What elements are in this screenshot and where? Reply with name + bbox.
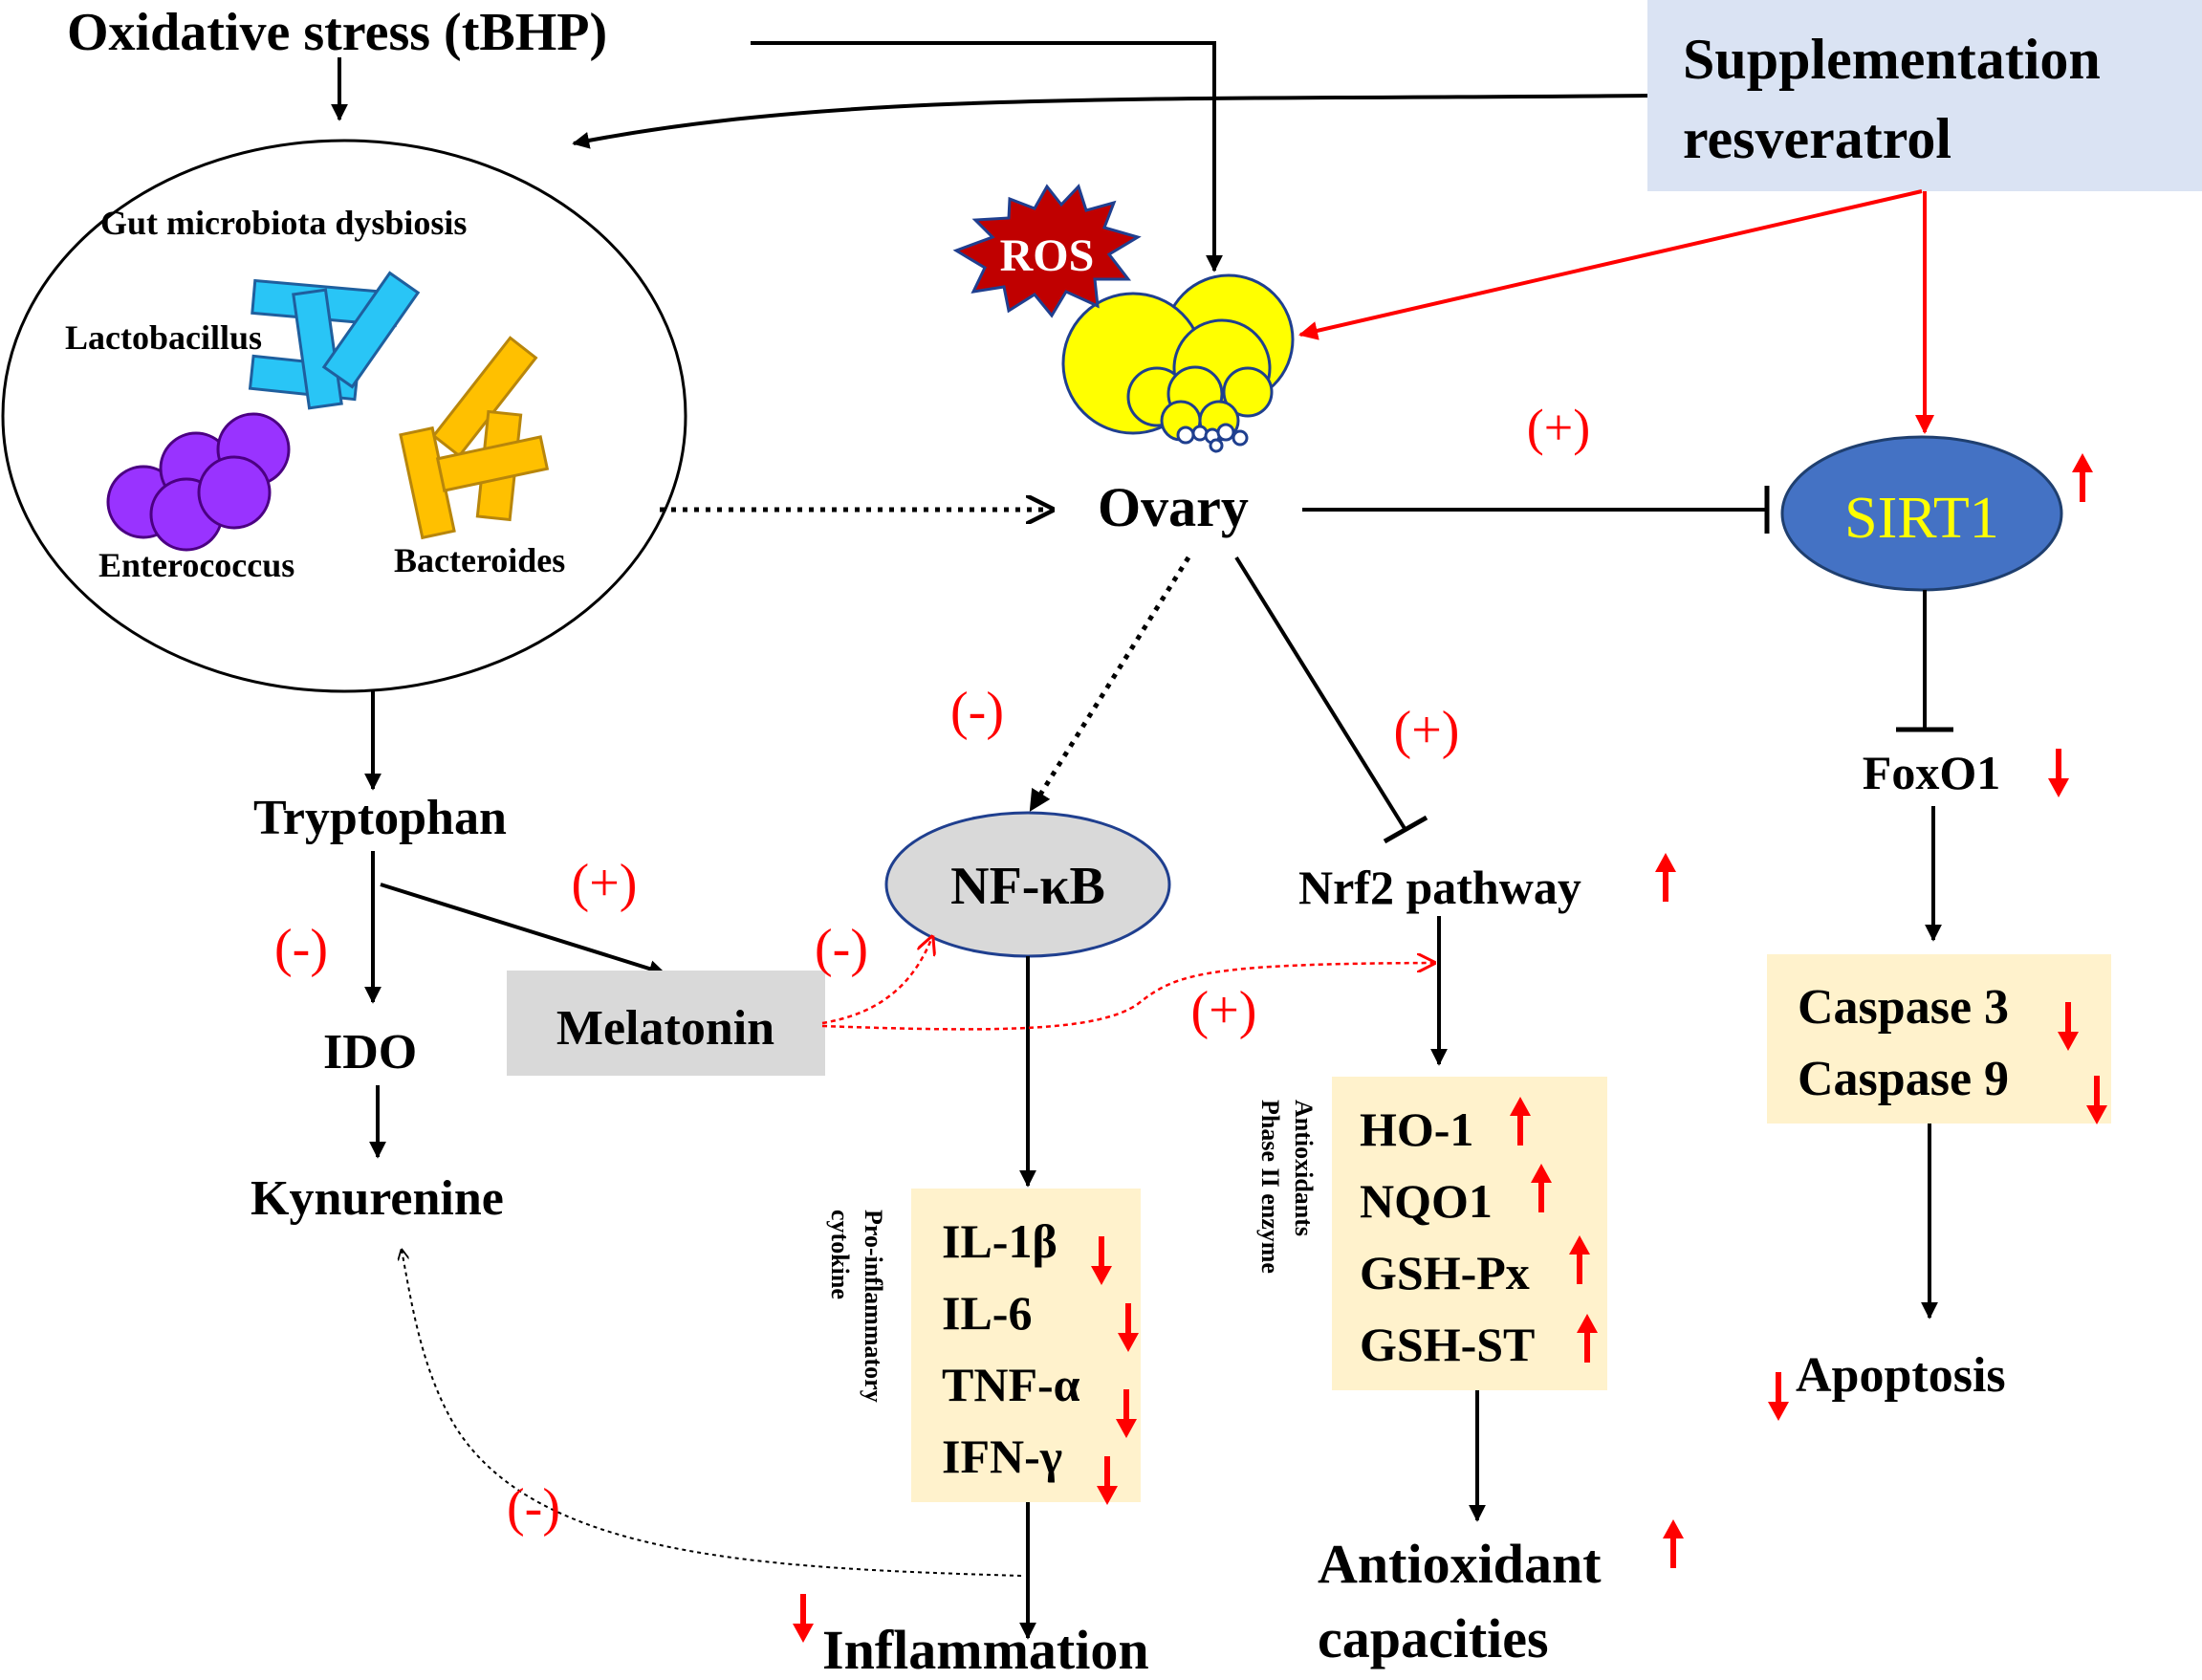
caspase-3-label: Caspase 3 — [1798, 980, 2009, 1035]
ovary-to-nfkb-arrow — [1028, 556, 1191, 812]
inflammation-label: Inflammation — [822, 1619, 1149, 1680]
enzyme-gshst: GSH-ST — [1360, 1318, 1535, 1371]
sign-ovary-sirt1: (+) — [1527, 399, 1590, 456]
sign-melatonin-nfkb: (-) — [815, 919, 868, 978]
enterococcus-icon — [106, 412, 291, 552]
ido-label: IDO — [323, 1025, 417, 1080]
ros-label: ROS — [1000, 230, 1095, 281]
apoptosis-down-icon — [1768, 1372, 1789, 1421]
melatonin-to-nfkb-arrow — [821, 937, 932, 1025]
enzyme-nqo1: NQO1 — [1360, 1174, 1493, 1228]
sign-tryptophan-melatonin: (+) — [572, 854, 638, 913]
antioxidant-line1: Antioxidant — [1318, 1533, 1602, 1595]
sirt1-label: SIRT1 — [1844, 486, 1999, 551]
supplement-line1: Supplementation — [1683, 28, 2101, 91]
sign-inflammation-kynurenine: (-) — [507, 1478, 560, 1538]
cytokine-il1b: IL-1β — [942, 1214, 1057, 1268]
bacterium-label-lactobacillus: Lactobacillus — [65, 318, 262, 357]
gut-dysbiosis-label: Gut microbiota dysbiosis — [100, 204, 467, 242]
supplement-box — [1647, 0, 2202, 191]
nfkb-label: NF-κB — [950, 857, 1105, 916]
supplement-to-ovary-arrow — [1298, 189, 1923, 340]
enzyme-side-label-1: Antioxidants — [1290, 1100, 1318, 1236]
gut-microbiota-ellipse — [1, 139, 687, 693]
antioxidant-up-icon — [1663, 1519, 1684, 1568]
sign-melatonin-nrf2: (+) — [1191, 981, 1257, 1040]
bacterium-label-bacteroides: Bacteroides — [394, 541, 565, 579]
ros-burst-icon — [952, 184, 1142, 318]
cytokine-tnfa: TNF-α — [942, 1358, 1080, 1411]
cytokine-side-label-2: cytokine — [826, 1210, 854, 1299]
sirt1-up-icon — [2072, 453, 2093, 502]
sirt1-node — [1780, 435, 2063, 592]
stress-to-ovary-arrow — [751, 41, 1223, 273]
caspase-9-label: Caspase 9 — [1798, 1052, 2009, 1106]
ovary-to-nrf2-inhibit — [1234, 556, 1428, 844]
sign-ovary-nfkb: (-) — [950, 682, 1004, 741]
melatonin-to-nrf2-arrow — [821, 963, 1434, 1031]
ovary-follicle-icon — [1061, 273, 1295, 453]
cytokine-ifng: IFN-γ — [942, 1429, 1062, 1483]
inflammation-down-icon — [793, 1594, 814, 1643]
cytokine-side-label-1: Pro-inflammatory — [860, 1210, 887, 1403]
ovary-label: Ovary — [1098, 476, 1249, 538]
foxo1-down-icon — [2048, 749, 2069, 797]
sign-ovary-nrf2: (+) — [1394, 701, 1460, 760]
supplement-line2: resveratrol — [1683, 107, 1951, 170]
sirt1-to-foxo1-inhibit — [1896, 590, 1953, 732]
sign-tryptophan-ido: (-) — [274, 919, 328, 978]
nrf2-label: Nrf2 pathway — [1298, 861, 1581, 914]
apoptosis-label: Apoptosis — [1796, 1348, 2006, 1403]
ovary-to-sirt1-inhibit — [1302, 486, 1770, 534]
melatonin-box — [507, 971, 825, 1076]
lactobacillus-icon — [248, 271, 421, 410]
antioxidant-line2: capacities — [1318, 1607, 1549, 1669]
oxidative-stress-label: Oxidative stress (tBHP) — [67, 3, 607, 62]
caspase-box — [1767, 954, 2111, 1124]
enzyme-box — [1332, 1077, 1607, 1390]
tryptophan-to-melatonin-arrow — [380, 883, 666, 977]
bacteroides-icon — [399, 336, 550, 540]
nrf2-up-icon — [1655, 853, 1676, 902]
enzyme-gshpx: GSH-Px — [1360, 1246, 1530, 1299]
foxo1-label: FoxO1 — [1863, 746, 2000, 799]
enzyme-side-label-2: Phase II enzyme — [1256, 1100, 1284, 1274]
bacterium-label-enterococcus: Enterococcus — [98, 546, 294, 584]
cytokine-il6: IL-6 — [942, 1286, 1032, 1340]
supplement-to-gut-arrow — [572, 94, 1648, 149]
inflammation-to-kynurenine-arrow — [402, 1250, 1022, 1577]
tryptophan-label: Tryptophan — [253, 791, 507, 845]
melatonin-label: Melatonin — [556, 1001, 774, 1056]
kynurenine-label: Kynurenine — [251, 1171, 504, 1226]
enzyme-ho1: HO-1 — [1360, 1102, 1473, 1156]
